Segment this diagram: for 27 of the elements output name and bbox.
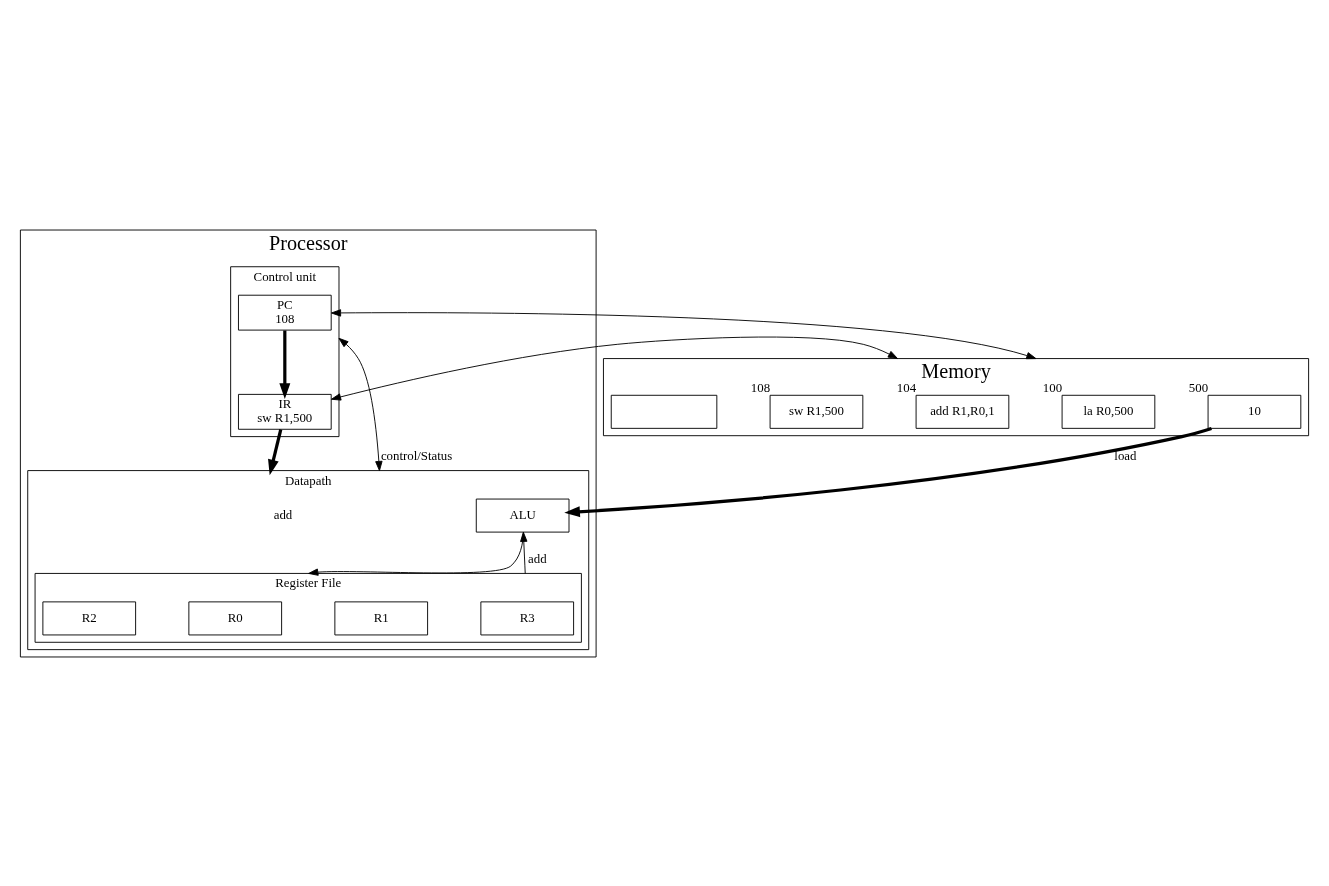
node-box: ALU (475, 498, 570, 533)
edge-label: load (1114, 448, 1137, 463)
arrow (279, 330, 291, 399)
node-box: R1 (334, 600, 429, 635)
edge-label: add (273, 507, 293, 522)
arrow (308, 531, 524, 576)
node-label: 108 (750, 380, 771, 395)
arrow (330, 336, 898, 401)
node-box: R0 (188, 600, 283, 635)
node-box: R3 (480, 600, 575, 635)
arrow (338, 337, 383, 471)
node-box: PC 108 (238, 294, 332, 331)
edge-label: add (528, 551, 547, 566)
node-label: 100 (1042, 380, 1063, 395)
node-box: IR sw R1,500 (238, 393, 332, 430)
node-box: R2 (42, 600, 137, 635)
node-box: add R1,R0,1 (915, 394, 1010, 429)
node-box: sw R1,500 (769, 394, 864, 429)
node-box: 10 (1207, 394, 1302, 429)
arrow (564, 426, 1212, 517)
node-label: 104 (896, 380, 917, 395)
edge-label: control/Status (380, 448, 453, 463)
node-box: la R0,500 (1061, 394, 1156, 429)
node-box (610, 394, 718, 429)
arrow (331, 308, 1037, 359)
arrow (268, 428, 283, 475)
node-label: 500 (1188, 380, 1209, 395)
